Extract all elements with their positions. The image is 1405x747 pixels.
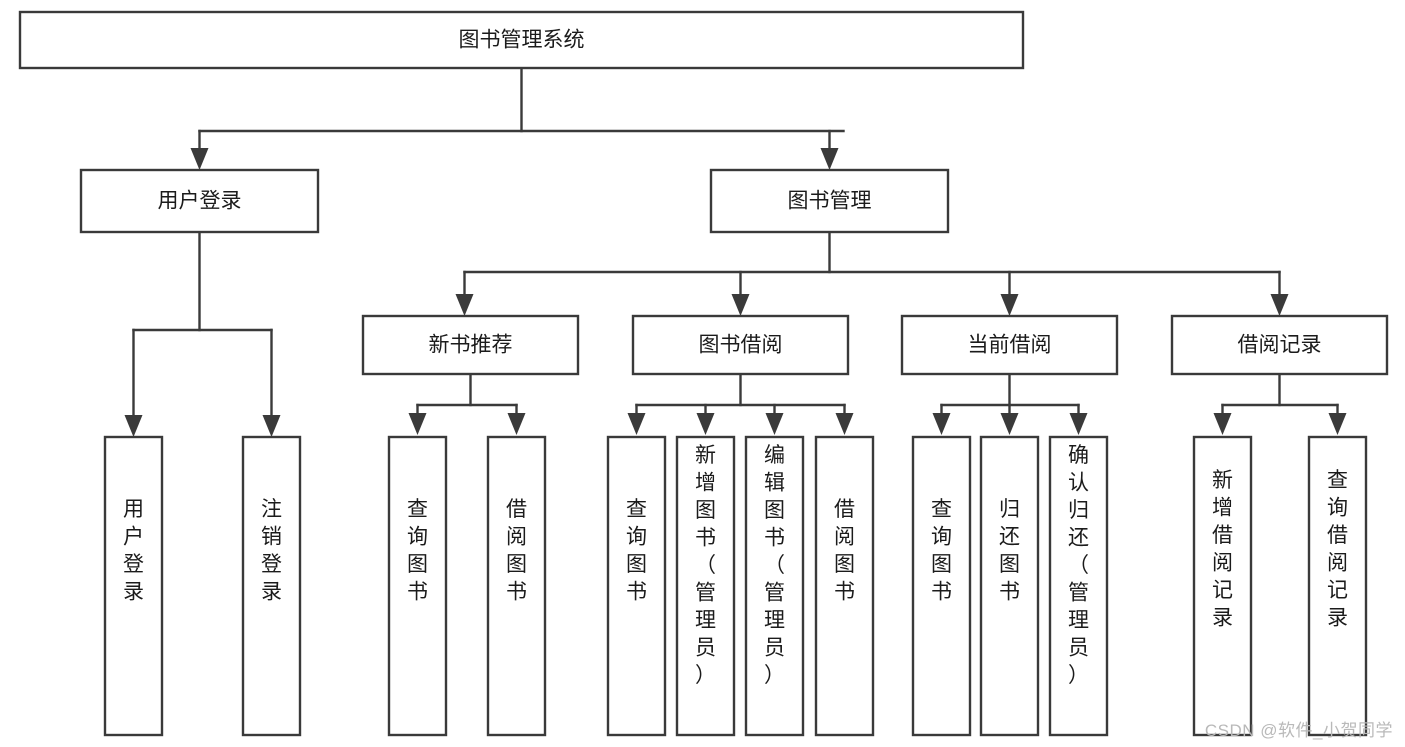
arrow-to-borrow-record bbox=[1270, 294, 1289, 316]
node-leaf-add-borrow-record-box[interactable] bbox=[1192, 435, 1253, 737]
node-leaf-query-book-1[interactable]: 查询图书 bbox=[387, 435, 448, 737]
node-leaf-borrow-book-2[interactable]: 借阅图书 bbox=[814, 435, 875, 737]
node-leaf-confirm-return-label: 确认归还（管理员） bbox=[1068, 444, 1089, 687]
arrow-to-leaf-borrow-book-1 bbox=[507, 413, 526, 435]
connector-group-borrow-record bbox=[1213, 372, 1347, 435]
node-leaf-return-book[interactable]: 归还图书 bbox=[979, 435, 1040, 737]
arrow-to-leaf-add-borrow-record bbox=[1213, 413, 1232, 435]
arrow-to-leaf-confirm-return bbox=[1069, 413, 1088, 435]
node-book-borrow-label: 图书借阅 bbox=[699, 334, 783, 357]
node-leaf-query-book-1-label: 查询图书 bbox=[407, 498, 428, 604]
node-leaf-add-book-label: 新增图书（管理员） bbox=[695, 444, 716, 687]
node-leaf-query-book-3-box[interactable] bbox=[911, 435, 972, 737]
arrow-to-book-management bbox=[820, 148, 839, 170]
node-root-label: 图书管理系统 bbox=[459, 29, 585, 52]
node-user-login-box[interactable] bbox=[79, 168, 320, 234]
arrow-to-leaf-edit-book bbox=[765, 413, 784, 435]
node-leaf-user-login-box[interactable] bbox=[103, 435, 164, 737]
node-leaf-logout-login-label: 注销登录 bbox=[261, 498, 282, 604]
node-leaf-edit-book[interactable]: 编辑图书（管理员） bbox=[744, 435, 805, 737]
node-book-management[interactable]: 图书管理 bbox=[709, 168, 950, 234]
node-leaf-borrow-book-1-label: 借阅图书 bbox=[506, 498, 527, 604]
node-borrow-record-box[interactable] bbox=[1170, 314, 1389, 376]
arrow-to-leaf-add-book bbox=[696, 413, 715, 435]
node-leaf-user-login[interactable]: 用户登录 bbox=[103, 435, 164, 737]
node-leaf-logout-login-box[interactable] bbox=[241, 435, 302, 737]
arrow-to-leaf-query-book-2 bbox=[627, 413, 646, 435]
node-leaf-edit-book-label: 编辑图书（管理员） bbox=[764, 444, 785, 687]
arrow-to-leaf-query-borrow-record bbox=[1328, 413, 1347, 435]
node-leaf-add-borrow-record-label: 新增借阅记录 bbox=[1212, 469, 1233, 630]
arrow-to-book-borrow bbox=[731, 294, 750, 316]
node-leaf-return-book-box[interactable] bbox=[979, 435, 1040, 737]
arrow-to-leaf-borrow-book-2 bbox=[835, 413, 854, 435]
arrow-to-leaf-logout-login bbox=[262, 415, 281, 437]
node-leaf-return-book-label: 归还图书 bbox=[999, 498, 1020, 604]
node-new-book-recommend-label: 新书推荐 bbox=[429, 334, 513, 357]
node-current-borrow[interactable]: 当前借阅 bbox=[900, 314, 1119, 376]
node-leaf-user-login-label: 用户登录 bbox=[123, 498, 144, 604]
node-leaf-edit-book-box[interactable] bbox=[744, 435, 805, 737]
node-leaf-query-book-1-box[interactable] bbox=[387, 435, 448, 737]
connector-group-root bbox=[190, 66, 845, 170]
node-leaf-query-book-3[interactable]: 查询图书 bbox=[911, 435, 972, 737]
node-leaf-add-book-box[interactable] bbox=[675, 435, 736, 737]
node-leaf-borrow-book-1-box[interactable] bbox=[486, 435, 547, 737]
node-leaf-query-book-2-label: 查询图书 bbox=[626, 498, 647, 604]
arrow-to-user-login bbox=[190, 148, 209, 170]
node-root[interactable]: 图书管理系统 bbox=[18, 10, 1025, 70]
node-leaf-borrow-book-2-label: 借阅图书 bbox=[834, 498, 855, 604]
node-leaf-confirm-return-box[interactable] bbox=[1048, 435, 1109, 737]
node-book-borrow-box[interactable] bbox=[631, 314, 850, 376]
node-book-management-label: 图书管理 bbox=[788, 190, 872, 213]
node-leaf-confirm-return[interactable]: 确认归还（管理员） bbox=[1048, 435, 1109, 737]
node-root-box[interactable] bbox=[18, 10, 1025, 70]
connector-group-new-book-recommend bbox=[408, 372, 526, 435]
node-borrow-record[interactable]: 借阅记录 bbox=[1170, 314, 1389, 376]
node-leaf-add-book[interactable]: 新增图书（管理员） bbox=[675, 435, 736, 737]
arrow-to-leaf-user-login bbox=[124, 415, 143, 437]
connector-group-book-management bbox=[455, 230, 1289, 316]
node-leaf-logout-login[interactable]: 注销登录 bbox=[241, 435, 302, 737]
node-new-book-recommend[interactable]: 新书推荐 bbox=[361, 314, 580, 376]
connector-group-current-borrow bbox=[932, 372, 1088, 435]
node-user-login-label: 用户登录 bbox=[158, 190, 242, 213]
node-leaf-add-borrow-record[interactable]: 新增借阅记录 bbox=[1192, 435, 1253, 737]
node-book-management-box[interactable] bbox=[709, 168, 950, 234]
node-leaf-query-book-2-box[interactable] bbox=[606, 435, 667, 737]
node-current-borrow-label: 当前借阅 bbox=[968, 334, 1052, 357]
connector-group-book-borrow bbox=[627, 372, 854, 435]
node-leaf-query-book-2[interactable]: 查询图书 bbox=[606, 435, 667, 737]
connector-group-user-login bbox=[124, 230, 281, 437]
node-borrow-record-label: 借阅记录 bbox=[1238, 334, 1322, 357]
arrow-to-leaf-query-book-1 bbox=[408, 413, 427, 435]
node-book-borrow[interactable]: 图书借阅 bbox=[631, 314, 850, 376]
node-leaf-query-borrow-record-label: 查询借阅记录 bbox=[1327, 469, 1348, 630]
node-new-book-recommend-box[interactable] bbox=[361, 314, 580, 376]
node-leaf-borrow-book-2-box[interactable] bbox=[814, 435, 875, 737]
arrow-to-leaf-query-book-3 bbox=[932, 413, 951, 435]
node-leaf-query-borrow-record[interactable]: 查询借阅记录 bbox=[1307, 435, 1368, 737]
arrow-to-current-borrow bbox=[1000, 294, 1019, 316]
node-current-borrow-box[interactable] bbox=[900, 314, 1119, 376]
node-leaf-borrow-book-1[interactable]: 借阅图书 bbox=[486, 435, 547, 737]
arrow-to-leaf-return-book bbox=[1000, 413, 1019, 435]
arrow-to-new-book-recommend bbox=[455, 294, 474, 316]
node-leaf-query-book-3-label: 查询图书 bbox=[931, 498, 952, 604]
node-leaf-query-borrow-record-box[interactable] bbox=[1307, 435, 1368, 737]
node-user-login[interactable]: 用户登录 bbox=[79, 168, 320, 234]
